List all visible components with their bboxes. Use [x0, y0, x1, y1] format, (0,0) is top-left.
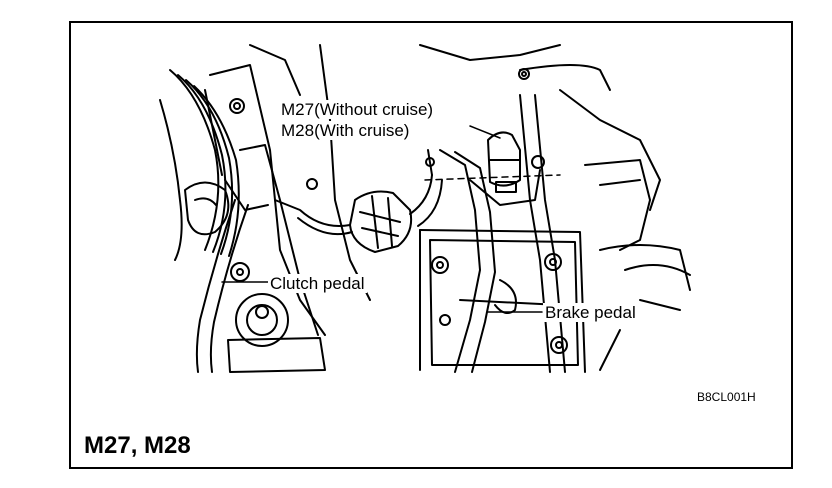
wiring-harness-left — [159, 69, 240, 261]
mount-bolt-top — [229, 98, 245, 114]
figure-code: B8CL001H — [697, 390, 756, 404]
bracket-bolts — [306, 149, 435, 190]
m28-leader — [469, 125, 501, 139]
brake-pedal-arm — [439, 94, 566, 373]
switch-connector — [274, 174, 443, 253]
clutch-pedal-mount — [230, 262, 289, 347]
body-panel-right — [584, 159, 691, 371]
label-m27: M27(Without cruise) — [279, 100, 436, 119]
pedal-bracket-plate — [419, 229, 586, 373]
dash-sheet-metal — [249, 44, 661, 301]
label-m28: M28(With cruise) — [279, 121, 412, 140]
connector-leader-dashed — [424, 174, 561, 181]
brake-switch — [469, 131, 545, 206]
figure-title: M27, M28 — [84, 432, 191, 459]
label-brake-pedal: Brake pedal — [543, 303, 638, 322]
label-clutch-pedal: Clutch pedal — [268, 274, 367, 293]
clutch-cable — [195, 179, 269, 373]
